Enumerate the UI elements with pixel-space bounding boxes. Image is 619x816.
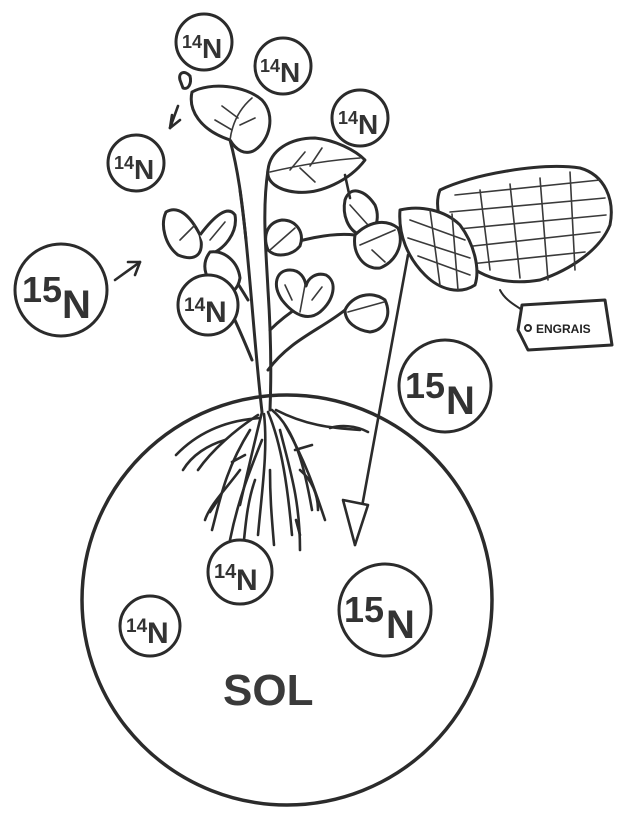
fertilizer-tag: ENGRAIS — [500, 290, 612, 350]
isotope-n15-soil: 15 N — [339, 564, 431, 656]
isotope-n14-top-center: 14 N — [255, 38, 311, 94]
isotope-n14-left: 14 N — [108, 135, 164, 191]
isotope-mass-number: 14 — [214, 561, 237, 583]
isotope-mass-number: 14 — [126, 616, 148, 637]
isotope-mass-number: 14 — [114, 153, 134, 173]
isotope-mass-number: 15 — [344, 589, 384, 630]
isotope-symbol: N — [202, 33, 222, 64]
fertilizer-tag-label: ENGRAIS — [536, 322, 591, 336]
isotope-symbol: N — [134, 154, 154, 185]
isotope-mass-number: 15 — [405, 365, 445, 406]
isotope-mass-number: 14 — [182, 32, 202, 52]
isotope-n14-top-left: 14 N — [176, 14, 232, 70]
isotope-n14-roots: 14 N — [208, 540, 272, 604]
isotope-mass-number: 14 — [260, 56, 280, 76]
isotope-symbol: N — [446, 379, 475, 423]
fertilizer-bag — [400, 167, 612, 291]
isotope-symbol: N — [358, 109, 378, 140]
isotope-n14-soil: 14 N — [120, 596, 180, 656]
isotope-symbol: N — [280, 57, 300, 88]
soil-label: SOL — [223, 666, 313, 715]
isotope-n15-left: 15 N — [15, 244, 107, 336]
isotope-mass-number: 14 — [184, 295, 206, 316]
root-system — [176, 410, 368, 550]
isotope-symbol: N — [205, 296, 227, 329]
isotope-symbol: N — [62, 283, 91, 327]
isotope-mass-number: 15 — [22, 269, 62, 310]
isotope-n15-right: 15 N — [399, 340, 491, 432]
isotope-symbol: N — [236, 564, 258, 597]
isotope-n14-top-right: 14 N — [332, 90, 388, 146]
isotope-symbol: N — [386, 603, 415, 647]
isotope-symbol: N — [147, 617, 169, 650]
isotope-mass-number: 14 — [338, 108, 358, 128]
isotope-n14-middle: 14 N — [178, 275, 238, 335]
